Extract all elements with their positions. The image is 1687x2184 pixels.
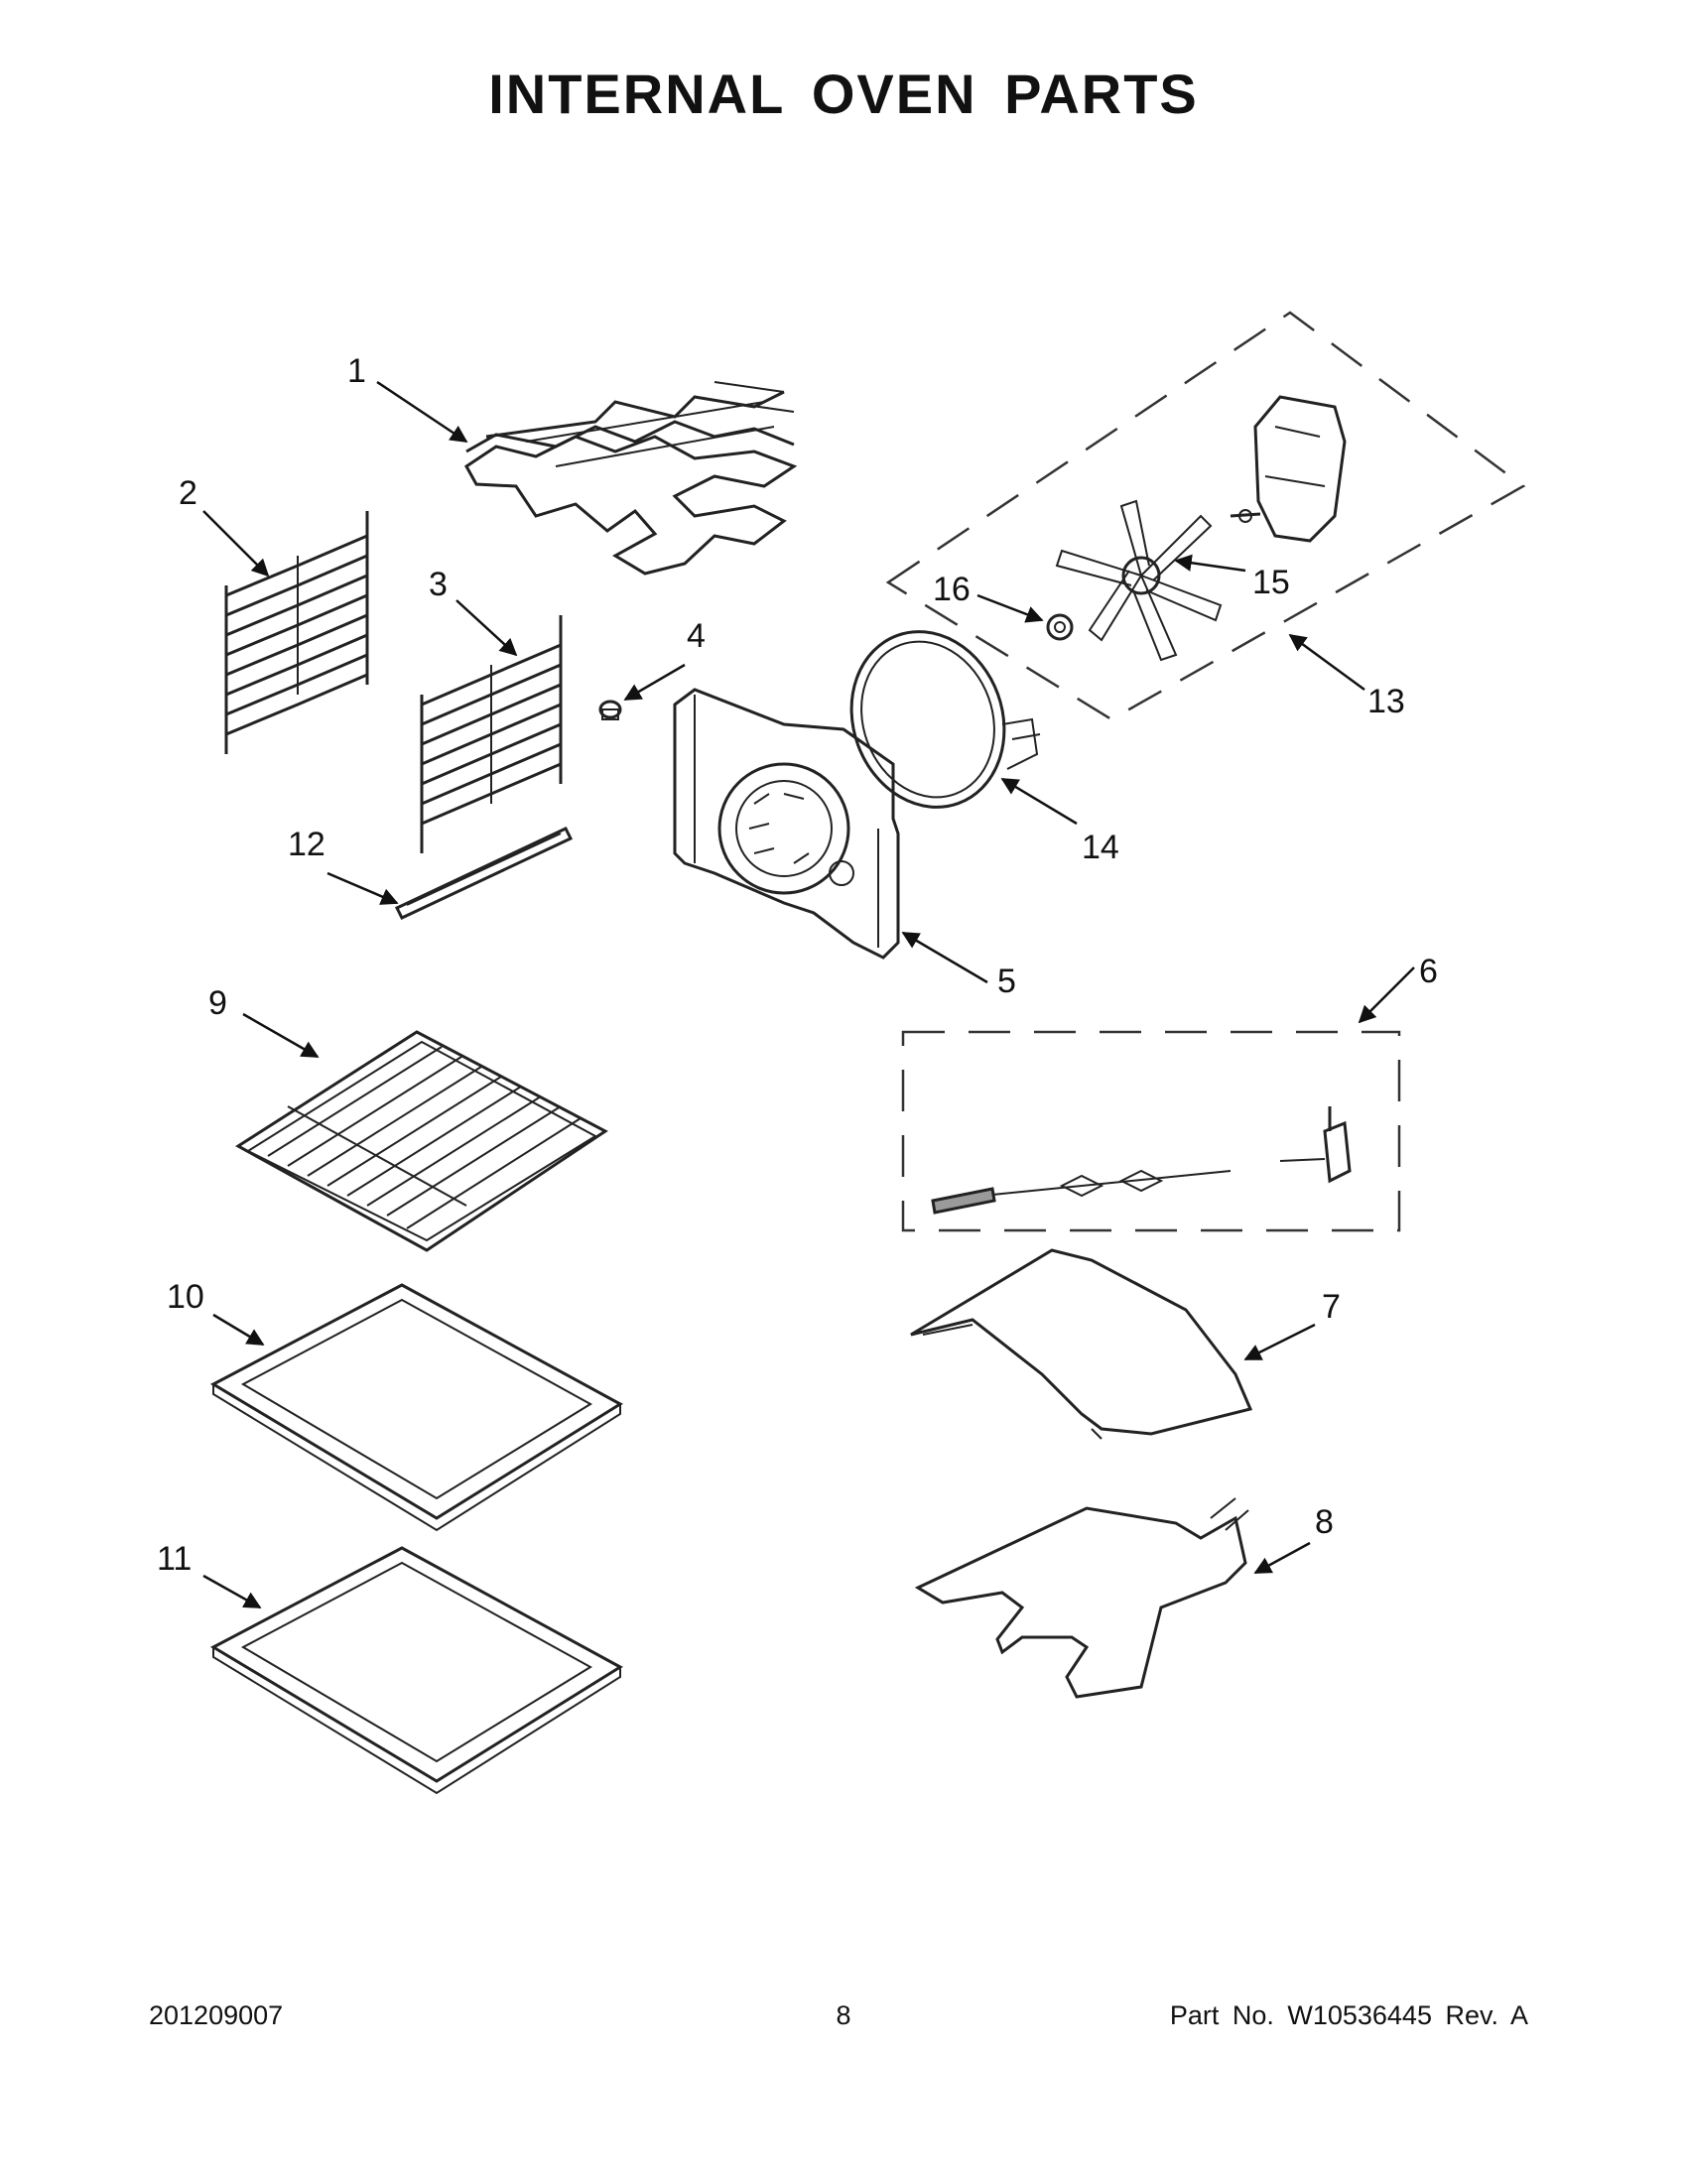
- trim-strip-part-12: [394, 827, 574, 920]
- broil-pan-insert-part-11: [209, 1546, 623, 1795]
- leader-6: [1358, 966, 1415, 1024]
- rack-support-right-part-3: [420, 615, 563, 853]
- leader-7: [1243, 1323, 1316, 1361]
- leader-8: [1253, 1541, 1311, 1575]
- bake-element-part-8: [914, 1497, 1249, 1699]
- callout-11: 11: [157, 1540, 192, 1578]
- callout-12: 12: [288, 826, 325, 863]
- oven-rack-part-9: [235, 1030, 608, 1252]
- leader-13: [1288, 633, 1365, 692]
- callout-8: 8: [1315, 1503, 1334, 1541]
- leader-12: [326, 871, 399, 905]
- callout-13: 13: [1367, 683, 1405, 720]
- callout-7: 7: [1322, 1288, 1341, 1326]
- leader-3: [455, 599, 518, 657]
- callout-5: 5: [997, 963, 1016, 1000]
- callout-3: 3: [429, 566, 448, 603]
- callout-6: 6: [1419, 953, 1438, 990]
- leader-16: [976, 593, 1044, 623]
- callout-16: 16: [933, 571, 971, 608]
- broil-element-part-1: [464, 381, 798, 576]
- motor-assembly-box-part-13: [885, 311, 1526, 721]
- leader-5: [901, 931, 988, 984]
- light-socket-part-4: [598, 700, 622, 720]
- leader-14: [1000, 777, 1078, 826]
- convection-cover-part-5: [673, 688, 900, 960]
- part-number-info: Part No. W10536445 Rev. A: [1169, 2000, 1528, 2030]
- broil-pan-part-10: [209, 1283, 623, 1532]
- callout-2: 2: [179, 474, 197, 512]
- page-title: INTERNAL OVEN PARTS: [488, 63, 1199, 125]
- callout-4: 4: [687, 617, 706, 655]
- meat-probe-kit-part-6: [901, 1030, 1401, 1232]
- callout-9: 9: [208, 984, 227, 1022]
- callout-1: 1: [347, 352, 366, 390]
- fan-blade-part-15: [1055, 499, 1223, 662]
- callout-15: 15: [1252, 564, 1290, 601]
- leader-2: [202, 510, 270, 578]
- leader-4: [623, 663, 686, 702]
- rack-support-left-part-2: [224, 511, 369, 754]
- callout-14: 14: [1082, 829, 1119, 866]
- meat-probe: [931, 1169, 1232, 1215]
- heat-shield-part-7: [910, 1248, 1253, 1440]
- page-number: 8: [836, 2000, 851, 2030]
- leader-11: [202, 1574, 262, 1609]
- leader-9: [242, 1012, 320, 1059]
- document-number: 201209007: [149, 2000, 284, 2030]
- callout-10: 10: [167, 1278, 204, 1316]
- leader-15: [1174, 554, 1246, 573]
- convection-element-part-14: [849, 630, 1041, 809]
- probe-jack: [1279, 1106, 1352, 1184]
- leader-10: [212, 1313, 265, 1347]
- convection-motor: [1230, 395, 1347, 543]
- fan-nut-part-16: [1046, 613, 1074, 641]
- leader-1: [376, 380, 468, 444]
